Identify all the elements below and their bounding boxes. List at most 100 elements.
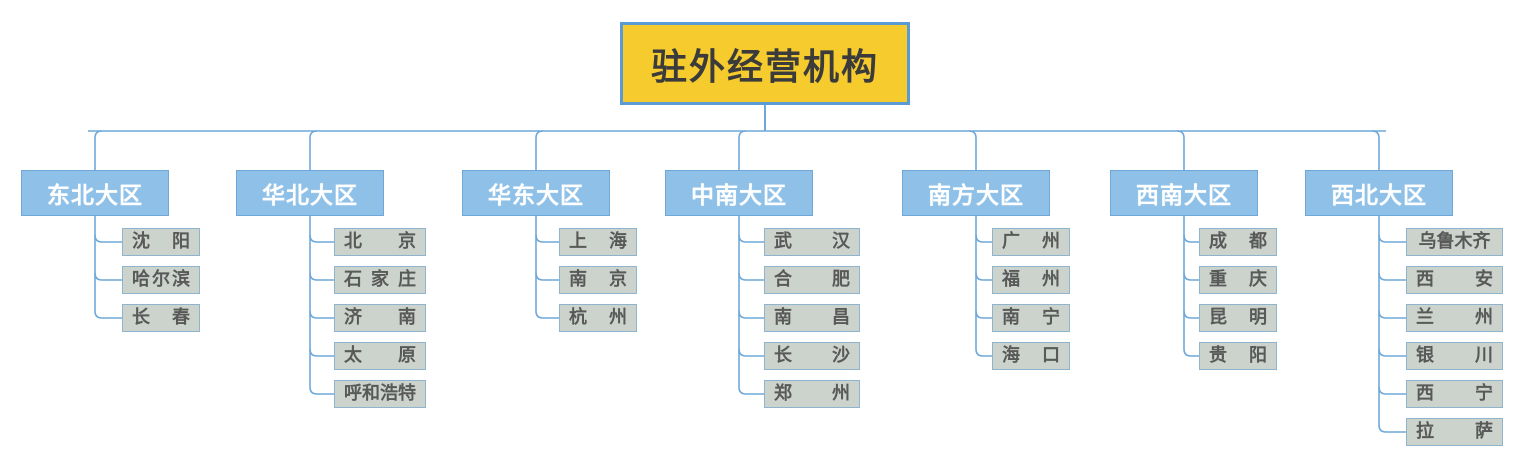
region-node[interactable]: 中南大区 (665, 170, 813, 216)
city-node-label: 西 宁 (1416, 383, 1493, 404)
city-node[interactable]: 南 京 (559, 266, 637, 294)
connector-line (94, 272, 122, 281)
connector-line (535, 130, 544, 170)
connector-line (1378, 386, 1406, 395)
city-node-label: 杭 州 (569, 307, 627, 328)
connector-line (1183, 234, 1199, 243)
city-node-label: 西 安 (1416, 269, 1493, 290)
connector-line (738, 272, 764, 281)
connector-line (738, 386, 764, 395)
connector-line (309, 234, 334, 243)
connector-line (1378, 348, 1406, 357)
connector-line (1371, 130, 1380, 170)
connector-line (309, 348, 334, 357)
city-node[interactable]: 太 原 (334, 342, 426, 370)
connector-line (309, 130, 318, 170)
region-node[interactable]: 西北大区 (1305, 170, 1453, 216)
city-node-label: 兰 州 (1416, 307, 1493, 328)
city-node[interactable]: 杭 州 (559, 304, 637, 332)
region-node-label: 西北大区 (1331, 183, 1427, 209)
connector-line (1378, 234, 1406, 243)
connector-line (535, 234, 559, 243)
city-node-label: 济 南 (344, 307, 416, 328)
city-node[interactable]: 郑 州 (764, 380, 860, 408)
connector-line (309, 272, 334, 281)
connector-line (94, 310, 122, 319)
connector-line (738, 348, 764, 357)
city-node-label: 拉 萨 (1416, 421, 1493, 442)
connector-line (1378, 272, 1406, 281)
city-node[interactable]: 成 都 (1199, 228, 1277, 256)
connector-line (975, 348, 992, 357)
city-node[interactable]: 合 肥 (764, 266, 860, 294)
region-node[interactable]: 东北大区 (21, 170, 169, 216)
connector-line (1183, 310, 1199, 319)
region-node-label: 西南大区 (1136, 183, 1232, 209)
city-node-label: 合 肥 (774, 269, 850, 290)
city-node[interactable]: 西 安 (1406, 266, 1503, 294)
city-node-label: 广 州 (1002, 231, 1060, 252)
connector-line (1183, 348, 1199, 357)
city-node-label: 武 汉 (774, 231, 850, 252)
connector-line (975, 272, 992, 281)
city-node[interactable]: 乌鲁木齐 (1406, 228, 1503, 256)
region-node[interactable]: 南方大区 (902, 170, 1050, 216)
city-node-label: 长 沙 (774, 345, 850, 366)
connector-line (309, 386, 334, 395)
city-node[interactable]: 福 州 (992, 266, 1070, 294)
city-node-label: 郑 州 (774, 383, 850, 404)
city-node[interactable]: 南 昌 (764, 304, 860, 332)
city-node[interactable]: 海 口 (992, 342, 1070, 370)
connector-line (975, 234, 992, 243)
city-node-label: 沈 阳 (132, 231, 190, 252)
city-node[interactable]: 武 汉 (764, 228, 860, 256)
city-node-label: 福 州 (1002, 269, 1060, 290)
city-node[interactable]: 呼和浩特 (334, 380, 426, 408)
connector-line (535, 310, 559, 319)
connector-line (1176, 130, 1185, 170)
city-node[interactable]: 贵 阳 (1199, 342, 1277, 370)
city-node-label: 银 川 (1416, 345, 1493, 366)
region-node-label: 中南大区 (691, 183, 787, 209)
city-node[interactable]: 南 宁 (992, 304, 1070, 332)
city-node[interactable]: 石家庄 (334, 266, 426, 294)
city-node-label: 石家庄 (344, 269, 416, 290)
city-node[interactable]: 拉 萨 (1406, 418, 1503, 446)
city-node[interactable]: 上 海 (559, 228, 637, 256)
root-node[interactable]: 驻外经营机构 (620, 22, 910, 105)
region-node-label: 东北大区 (47, 183, 143, 209)
city-node[interactable]: 银 川 (1406, 342, 1503, 370)
city-node[interactable]: 西 宁 (1406, 380, 1503, 408)
city-node[interactable]: 济 南 (334, 304, 426, 332)
region-node[interactable]: 华北大区 (236, 170, 384, 216)
connector-line (94, 234, 122, 243)
city-node[interactable]: 北 京 (334, 228, 426, 256)
region-node[interactable]: 华东大区 (462, 170, 610, 216)
connector-line (968, 130, 977, 170)
city-node-label: 成 都 (1209, 231, 1267, 252)
region-node[interactable]: 西南大区 (1110, 170, 1258, 216)
connector-line (738, 130, 747, 170)
city-node[interactable]: 昆 明 (1199, 304, 1277, 332)
city-node[interactable]: 重 庆 (1199, 266, 1277, 294)
city-node[interactable]: 兰 州 (1406, 304, 1503, 332)
city-node-label: 长 春 (132, 307, 190, 328)
city-node[interactable]: 长 春 (122, 304, 200, 332)
city-node-label: 呼和浩特 (344, 383, 416, 404)
connector-line (738, 310, 764, 319)
city-node-label: 北 京 (344, 231, 416, 252)
root-node-label: 驻外经营机构 (650, 46, 879, 88)
city-node[interactable]: 沈 阳 (122, 228, 200, 256)
connector-line (309, 310, 334, 319)
connector-line (1183, 272, 1199, 281)
city-node-label: 南 昌 (774, 307, 850, 328)
city-node[interactable]: 广 州 (992, 228, 1070, 256)
city-node[interactable]: 哈尔滨 (122, 266, 200, 294)
city-node-label: 贵 阳 (1209, 345, 1267, 366)
connector-line (738, 234, 764, 243)
city-node[interactable]: 长 沙 (764, 342, 860, 370)
region-node-label: 华北大区 (262, 183, 358, 209)
region-node-label: 华东大区 (488, 183, 584, 209)
city-node-label: 南 京 (569, 269, 627, 290)
